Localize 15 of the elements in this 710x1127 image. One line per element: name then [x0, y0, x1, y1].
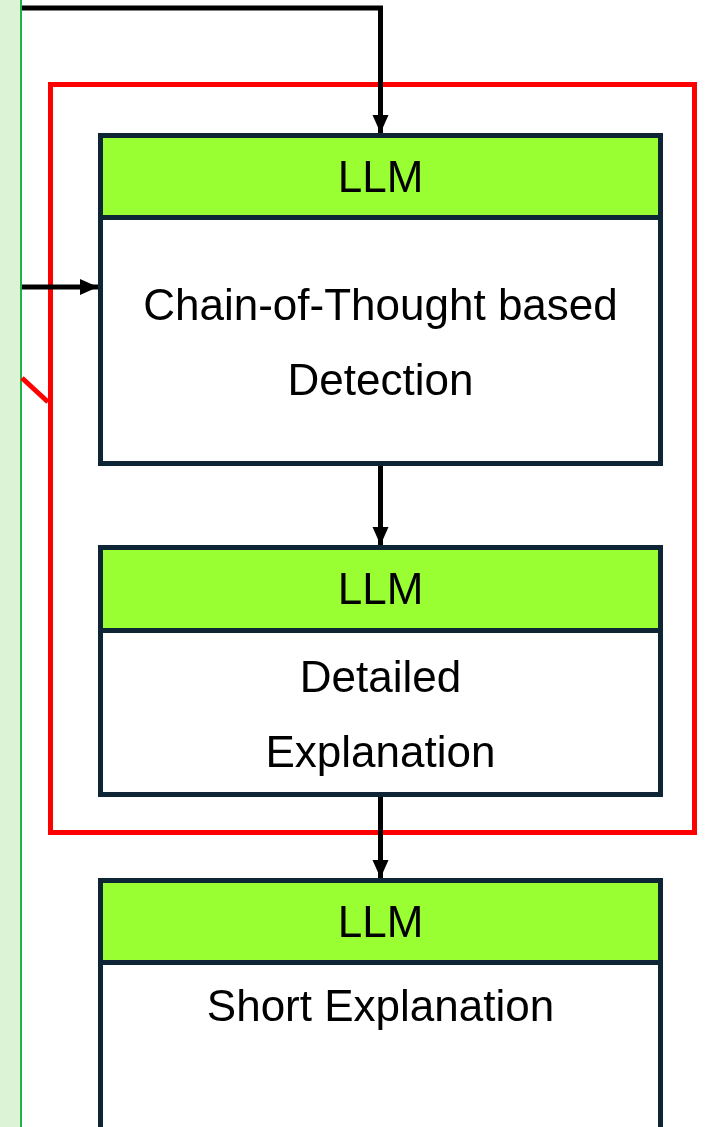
- arrow: [22, 5, 389, 133]
- group-frame: [48, 82, 697, 835]
- block-label: Short Explanation: [206, 980, 555, 1032]
- arrow: [22, 279, 98, 295]
- llm-block: [98, 878, 663, 1127]
- block-label: Detailed Explanation: [264, 650, 497, 778]
- block-label: Chain-of-Thought based Detection: [142, 278, 619, 406]
- arrow: [372, 466, 389, 545]
- llm-block: [98, 133, 663, 466]
- block-header: LLM: [337, 896, 424, 947]
- block-header: LLM: [337, 151, 424, 202]
- block-header: LLM: [337, 564, 424, 614]
- llm-block: [98, 545, 663, 797]
- connector-line: [20, 376, 50, 404]
- arrow: [372, 797, 389, 878]
